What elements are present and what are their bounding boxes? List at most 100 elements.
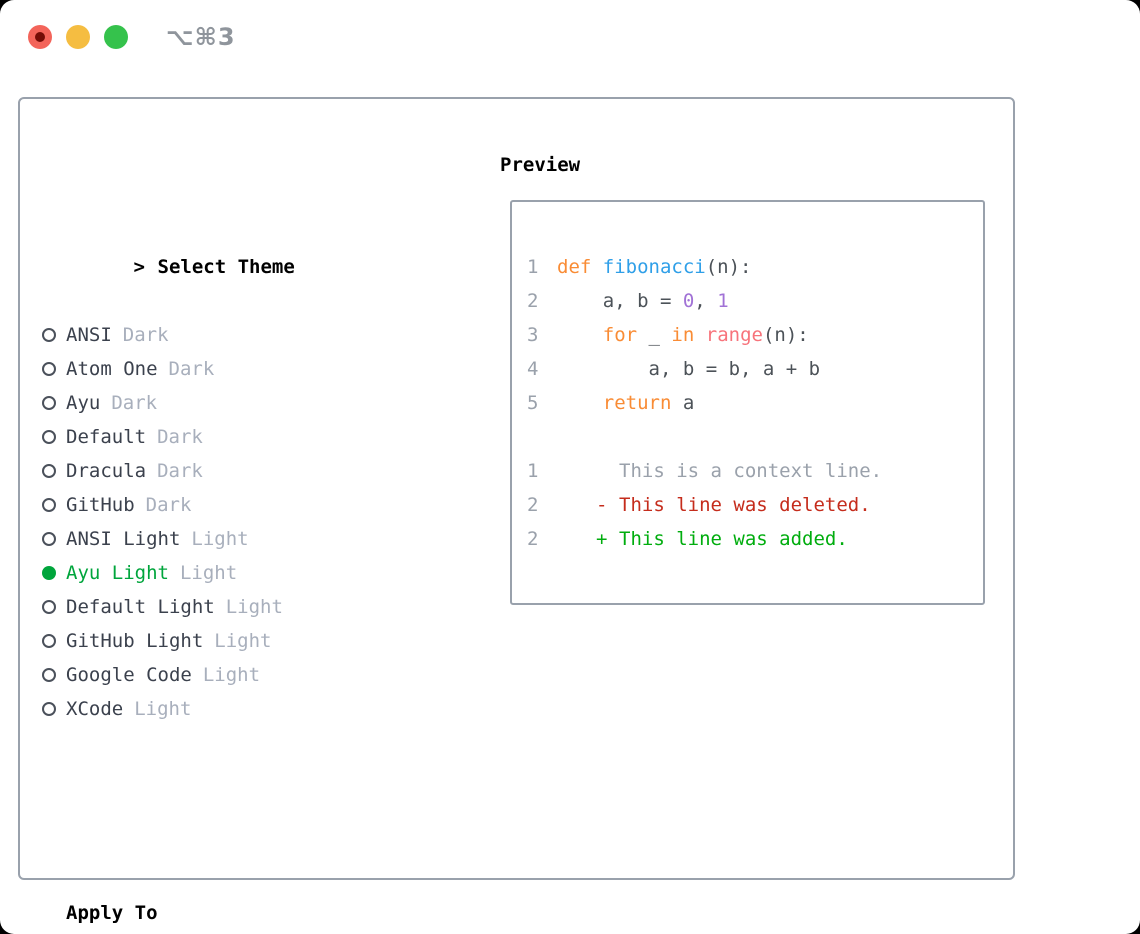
- line-number: 3: [527, 324, 539, 346]
- blank-line: [527, 420, 983, 454]
- radio-cell: [42, 318, 66, 352]
- theme-variant: Light: [134, 698, 192, 720]
- code-token-num: 1: [717, 290, 729, 312]
- theme-name: Default: [66, 426, 147, 448]
- radio-cell: [42, 352, 66, 386]
- theme-item-default-light[interactable]: Default Light Light: [42, 590, 362, 624]
- code-token-num: 0: [682, 290, 695, 312]
- line-number: 1: [527, 460, 539, 482]
- theme-variant: Dark: [157, 426, 203, 448]
- minimize-button[interactable]: [66, 25, 90, 49]
- apply-to-title: Apply To: [66, 902, 158, 924]
- radio-unselected-icon: [42, 328, 56, 342]
- radio-cell: [42, 488, 66, 522]
- theme-item-default[interactable]: Default Dark: [42, 420, 362, 454]
- code-token-fg: a: [671, 392, 695, 414]
- code-token-fg: a, b = b, a + b: [557, 358, 821, 380]
- radio-cell: [42, 692, 66, 726]
- theme-item-google-code[interactable]: Google Code Light: [42, 658, 362, 692]
- radio-cell: [42, 522, 66, 556]
- line-number: 4: [527, 358, 539, 380]
- theme-variant: Dark: [122, 324, 169, 346]
- prompt-icon: >: [133, 256, 145, 278]
- code-token-kw: in: [671, 324, 695, 346]
- radio-cell: [42, 386, 66, 420]
- radio-cell: [42, 624, 66, 658]
- radio-cell: [42, 658, 66, 692]
- select-theme-header: >Select Theme: [42, 216, 362, 278]
- theme-variant: Dark: [111, 392, 158, 414]
- radio-unselected-icon: [42, 668, 56, 682]
- theme-item-github[interactable]: GitHub Dark: [42, 488, 362, 522]
- radio-unselected-icon: [42, 600, 56, 614]
- theme-variant: Light: [191, 528, 249, 550]
- window-shortcut: ⌥⌘3: [166, 23, 236, 51]
- zoom-button[interactable]: [104, 25, 128, 49]
- theme-name: GitHub: [66, 494, 135, 516]
- radio-cell: [42, 454, 66, 488]
- theme-name: Dracula: [66, 460, 147, 482]
- diff-marker-icon: [596, 454, 608, 488]
- diff-text: This line was deleted.: [619, 494, 871, 516]
- radio-unselected-icon: [42, 498, 56, 512]
- theme-variant: Dark: [145, 494, 192, 516]
- theme-variant: Light: [179, 562, 238, 584]
- radio-unselected-icon: [42, 464, 56, 478]
- diff-text: This is a context line.: [619, 460, 883, 482]
- line-number: 5: [527, 392, 539, 414]
- code-token-fn: fibonacci: [602, 256, 706, 278]
- theme-variant: Light: [202, 664, 261, 686]
- theme-name: GitHub Light: [66, 630, 204, 652]
- theme-item-ayu-light[interactable]: Ayu Light Light: [42, 556, 362, 590]
- code-token-fg: (n):: [705, 256, 752, 278]
- diff-text: This line was added.: [619, 528, 848, 550]
- code-token-fg: [557, 324, 603, 346]
- code-line-5: 5 return a: [527, 386, 983, 420]
- code-token-kw: return: [602, 392, 672, 414]
- theme-item-xcode[interactable]: XCode Light: [42, 692, 362, 726]
- theme-name: Ayu Light: [66, 562, 169, 584]
- code-token-fg: [557, 392, 603, 414]
- code-line-3: 3 for _ in range(n):: [527, 318, 983, 352]
- code-token-kw: def: [557, 256, 592, 278]
- theme-name: XCode: [66, 698, 124, 720]
- theme-variant: Light: [225, 596, 283, 618]
- radio-unselected-icon: [42, 532, 56, 546]
- code-token-fg: [694, 324, 705, 346]
- code-token-call: range: [705, 324, 763, 346]
- diff-marker-icon: +: [596, 528, 608, 550]
- close-button[interactable]: [28, 25, 52, 49]
- code-token-fg: (n):: [762, 324, 809, 346]
- titlebar: ⌥⌘3: [0, 0, 236, 74]
- theme-item-ayu[interactable]: Ayu Dark: [42, 386, 362, 420]
- code-token-fg: [591, 256, 602, 278]
- theme-variant: Dark: [168, 358, 215, 380]
- theme-name: Default Light: [66, 596, 215, 618]
- code-token-fg: a, b =: [557, 290, 683, 312]
- radio-cell: [42, 590, 66, 624]
- theme-item-dracula[interactable]: Dracula Dark: [42, 454, 362, 488]
- theme-name: Ayu: [66, 392, 101, 414]
- diff-line-deleted: 2-This line was deleted.: [527, 488, 983, 522]
- theme-name: Google Code: [66, 664, 192, 686]
- radio-cell: [42, 556, 66, 590]
- radio-cell: [42, 420, 66, 454]
- radio-unselected-icon: [42, 634, 56, 648]
- code-token-kw: for: [602, 324, 638, 346]
- theme-variant: Dark: [157, 460, 203, 482]
- radio-unselected-icon: [42, 430, 56, 444]
- radio-unselected-icon: [42, 702, 56, 716]
- diff-preview: 1 This is a context line. 2-This line was…: [527, 454, 983, 556]
